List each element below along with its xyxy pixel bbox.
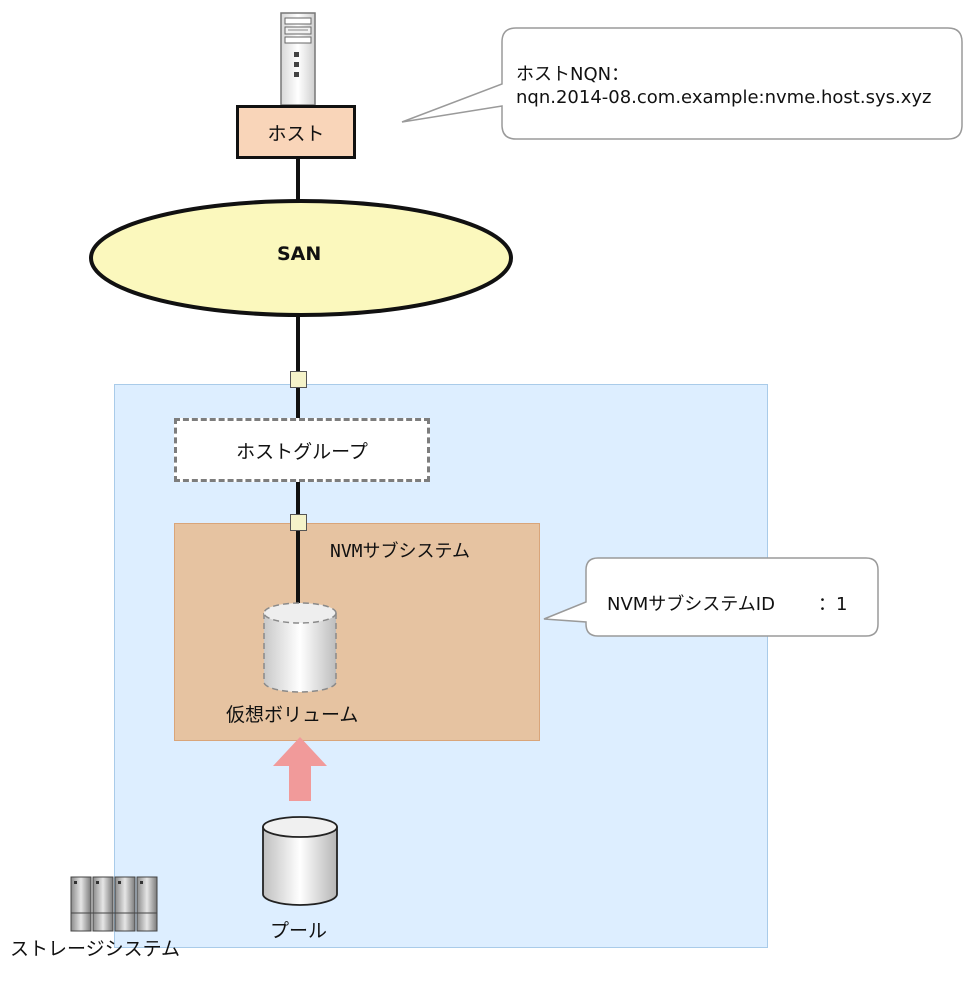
san-label: SAN xyxy=(277,243,322,265)
nvm-subsystem-port xyxy=(290,514,307,531)
cylinder-dashed-icon xyxy=(263,602,337,693)
host-to-san-line xyxy=(296,159,300,207)
host-label: ホスト xyxy=(267,122,325,145)
host-group-box: ホストグループ xyxy=(174,418,430,482)
server-tower-icon xyxy=(280,12,316,106)
virtual-volume-label: 仮想ボリューム xyxy=(226,704,359,726)
host-nqn-label: ホストNQN： xyxy=(516,64,630,85)
nvm-subsystem-id-value: ：1 xyxy=(818,594,848,615)
hostgroup-to-volume-line xyxy=(296,482,300,608)
storage-rack-icon xyxy=(70,876,158,932)
up-arrow-icon xyxy=(273,737,327,801)
host-nqn-callout xyxy=(401,27,963,140)
storage-port xyxy=(290,371,307,388)
san-ellipse xyxy=(89,199,513,317)
pool-label: プール xyxy=(270,920,328,942)
host-box: ホスト xyxy=(236,105,356,159)
nvm-subsystem-label: NVMサブシステム xyxy=(330,541,470,562)
san-to-hostgroup-line xyxy=(296,308,300,420)
host-nqn-value: nqn.2014-08.com.example:nvme.host.sys.xy… xyxy=(516,87,932,108)
nvm-subsystem-id-callout xyxy=(543,557,879,637)
nvm-subsystem-id-label: NVMサブシステムID xyxy=(607,594,775,615)
host-group-label: ホストグループ xyxy=(236,440,368,463)
storage-system-label: ストレージシステム xyxy=(10,938,181,960)
cylinder-icon xyxy=(262,816,338,906)
nvm-subsystem-box xyxy=(174,523,540,741)
